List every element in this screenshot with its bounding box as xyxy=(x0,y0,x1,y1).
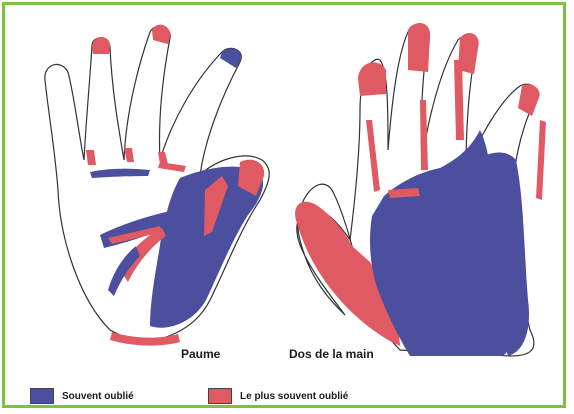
back-index-tip xyxy=(358,62,386,96)
legend-swatch-most-often xyxy=(208,388,232,404)
legend-swatch-often xyxy=(30,388,54,404)
legend-label-most-often: Le plus souvent oublié xyxy=(240,391,348,402)
legend-item-often: Souvent oublié xyxy=(30,387,134,405)
back-hand xyxy=(295,23,546,356)
back-finger-side-4 xyxy=(536,120,546,200)
back-caption: Dos de la main xyxy=(289,347,374,361)
back-finger-side-2 xyxy=(420,100,428,170)
legend-item-most-often: Le plus souvent oublié xyxy=(208,387,348,405)
palm-caption: Paume xyxy=(181,347,220,361)
legend-label-often: Souvent oublié xyxy=(62,391,134,402)
palm-hand xyxy=(45,25,269,346)
back-middle-tip xyxy=(408,23,430,72)
